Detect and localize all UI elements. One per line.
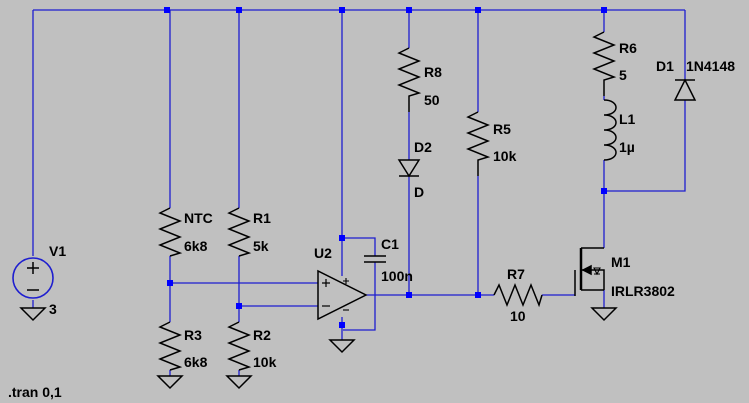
r3-value-label: 6k8	[184, 354, 208, 370]
wire-d1-column	[604, 10, 686, 192]
junction	[475, 7, 481, 13]
r5-name-label: R5	[493, 121, 511, 137]
u2-opamp[interactable]	[317, 269, 368, 321]
m1-mosfet[interactable]	[574, 247, 605, 296]
r7-resistor[interactable]	[493, 282, 543, 308]
junction	[601, 7, 607, 13]
v1-source[interactable]	[12, 257, 54, 299]
l1-value-label: 1µ	[619, 139, 635, 155]
junction	[164, 7, 170, 13]
d2-value-label: D	[414, 184, 424, 200]
ntc-resistor[interactable]	[157, 207, 183, 257]
junctions	[164, 7, 607, 328]
plus-icon	[27, 262, 39, 274]
d1-name-label: D1	[656, 58, 674, 74]
d1-value-label: 1N4148	[686, 58, 735, 74]
m1-name-label: M1	[611, 254, 631, 270]
junction	[236, 303, 242, 309]
r6-name-label: R6	[619, 40, 637, 56]
u2-body	[317, 269, 368, 321]
u2-name-label: U2	[314, 245, 332, 261]
junction	[236, 7, 242, 13]
l1-name-label: L1	[619, 111, 636, 127]
c1-name-label: C1	[381, 236, 399, 252]
junction	[601, 188, 607, 194]
d2-name-label: D2	[414, 139, 432, 155]
wire-u2-supply	[341, 10, 376, 340]
spice-directive[interactable]: .tran 0,1	[8, 384, 62, 400]
wires	[32, 9, 686, 376]
c1-capacitor[interactable]	[364, 255, 386, 263]
ntc-value-label: 6k8	[184, 238, 208, 254]
r1-name-label: R1	[253, 210, 271, 226]
r2-value-label: 10k	[253, 354, 277, 370]
ground-icon	[156, 375, 184, 390]
r5-value-label: 10k	[493, 148, 517, 164]
junction	[167, 280, 173, 286]
r8-resistor[interactable]	[396, 47, 422, 112]
u2-vplus-sign	[343, 278, 349, 284]
junction	[406, 292, 412, 298]
m1-body-diode	[593, 267, 601, 276]
r7-value-label: 10	[510, 308, 526, 324]
m1-body-link	[581, 269, 605, 290]
junction	[475, 292, 481, 298]
junction	[339, 7, 345, 13]
v1-source-body	[12, 257, 54, 299]
r3-resistor[interactable]	[157, 321, 183, 371]
r1-resistor[interactable]	[226, 207, 252, 257]
r3-name-label: R3	[184, 327, 202, 343]
junction	[406, 7, 412, 13]
d2-diode[interactable]	[397, 159, 421, 178]
ground-icon	[590, 307, 618, 322]
r5-resistor[interactable]	[465, 111, 491, 176]
l1-coil	[603, 99, 617, 161]
ground-icon	[19, 307, 47, 322]
r2-name-label: R2	[253, 327, 271, 343]
junction	[339, 322, 345, 328]
l1-inductor[interactable]	[603, 99, 617, 161]
r6-resistor[interactable]	[591, 31, 617, 96]
ground-icon	[328, 339, 356, 354]
c1-value-label: 100n	[381, 268, 413, 284]
u2-plus-sign	[322, 279, 330, 287]
v1-name-label: V1	[49, 243, 66, 259]
r8-value-label: 50	[424, 92, 440, 108]
r1-value-label: 5k	[253, 238, 269, 254]
m1-arrow-icon	[581, 264, 592, 276]
r2-resistor[interactable]	[226, 321, 252, 371]
r8-name-label: R8	[424, 64, 442, 80]
r7-name-label: R7	[507, 266, 525, 282]
v1-value-label: 3	[49, 301, 57, 317]
d2-anode-triangle	[397, 159, 421, 178]
d1-triangle	[673, 78, 697, 101]
ntc-name-label: NTC	[184, 210, 213, 226]
r6-value-label: 5	[619, 67, 627, 83]
ground-icon	[225, 375, 253, 390]
junction	[339, 235, 345, 241]
d1-diode[interactable]	[673, 78, 697, 101]
m1-value-label: IRLR3802	[611, 283, 675, 299]
